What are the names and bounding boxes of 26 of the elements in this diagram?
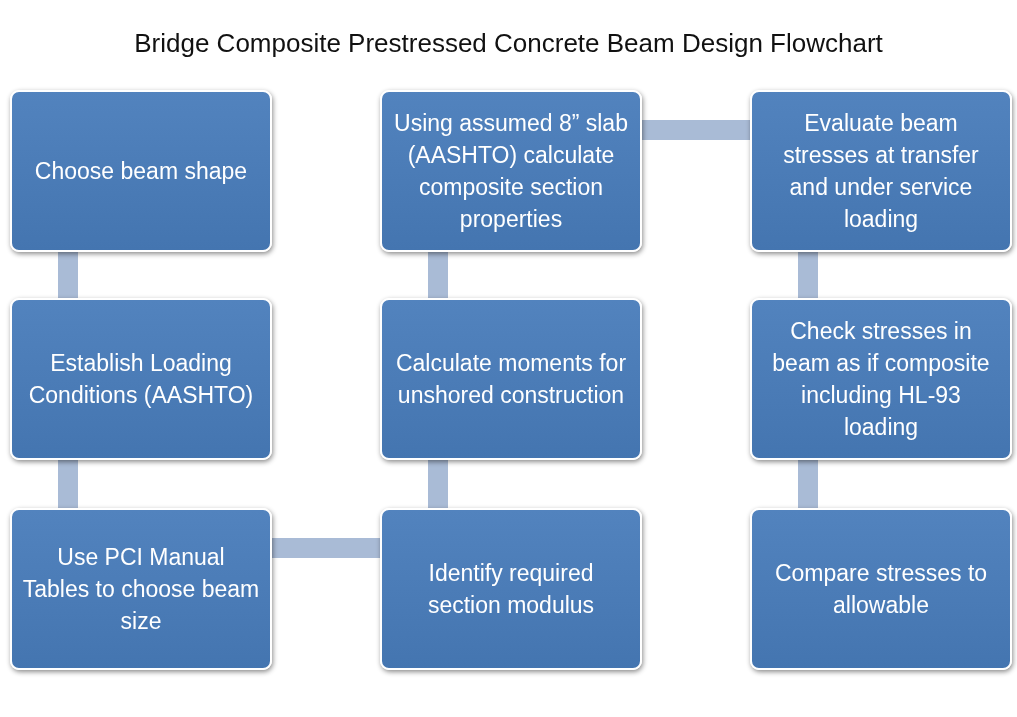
connector-bar — [428, 460, 448, 508]
process-box — [750, 298, 1012, 460]
step-text: Compare stresses to allowable — [773, 558, 989, 620]
step-text: Check stresses in beam as if composite including HL-93 loading — [771, 316, 991, 443]
connector-bar — [58, 460, 78, 508]
process-box — [750, 508, 1012, 670]
step-text: Establish Loading Conditions (AASHTO) — [27, 348, 255, 410]
connector-bar — [272, 538, 380, 558]
chart-title: Bridge Composite Prestressed Concrete Beam Design Flowchart — [133, 28, 884, 59]
process-box — [380, 298, 642, 460]
connector-bar — [428, 252, 448, 298]
step-text: Using assumed 8” slab (AASHTO) calculate composite section properties — [393, 108, 629, 235]
step-text: Calculate moments for unshored construction — [394, 348, 628, 410]
connector-bar — [642, 120, 750, 140]
process-box — [10, 508, 272, 670]
step-text: Identify required section modulus — [426, 558, 596, 620]
process-box — [10, 90, 272, 252]
step-text: Use PCI Manual Tables to choose beam size — [22, 542, 260, 637]
connector-bar — [58, 252, 78, 298]
step-text: Choose beam shape — [34, 156, 248, 186]
process-box — [380, 508, 642, 670]
process-box — [750, 90, 1012, 252]
process-box — [380, 90, 642, 252]
process-box — [10, 298, 272, 460]
step-text: Evaluate beam stresses at transfer and under service loading — [782, 108, 980, 235]
connector-bar — [798, 460, 818, 508]
